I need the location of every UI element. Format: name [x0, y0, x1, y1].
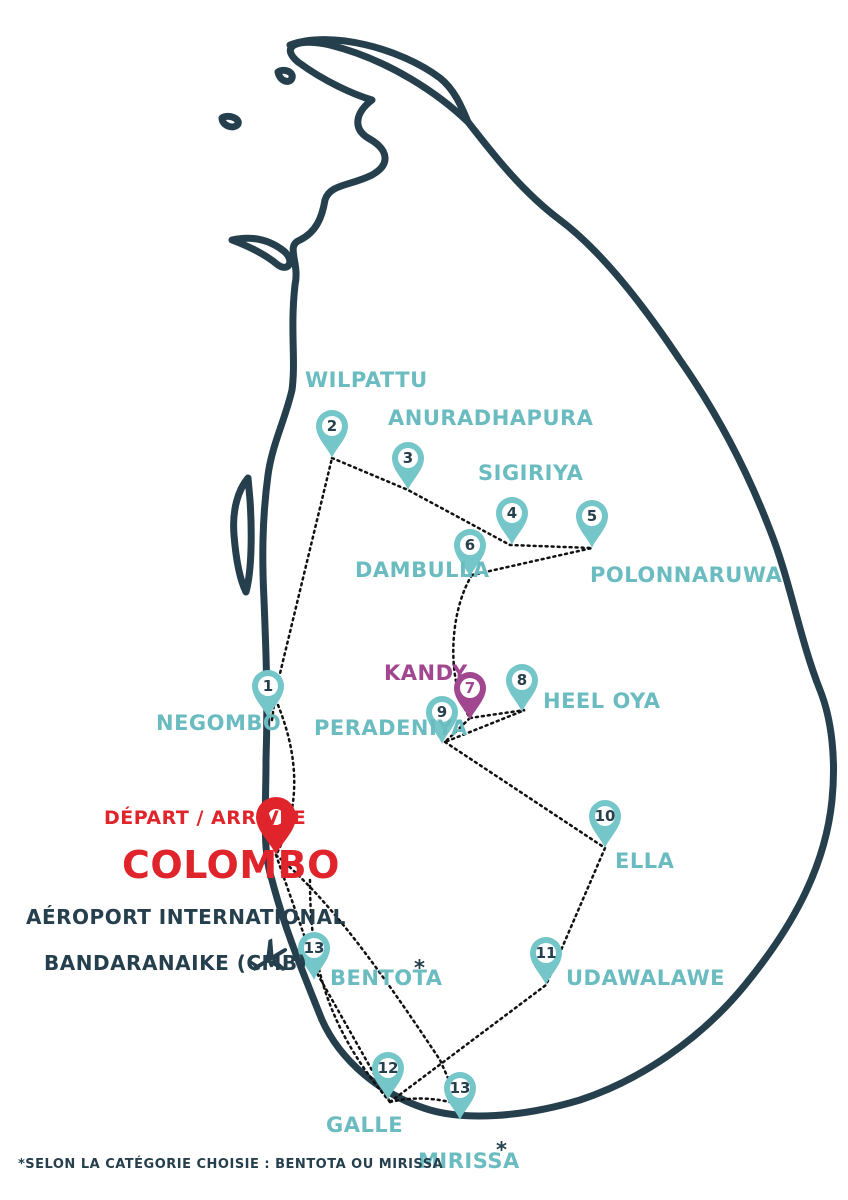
pin-1-negombo[interactable]: 1 [252, 670, 284, 718]
pin-13-mirissa[interactable]: 13 [444, 1072, 476, 1120]
label-sigiriya: SIGIRIYA [478, 461, 584, 485]
route-9 [308, 878, 392, 1104]
pin-8-heeloya[interactable]: 8 [506, 664, 538, 712]
islet-1 [274, 66, 296, 85]
pin-3-anuradhapura[interactable]: 3 [392, 442, 424, 490]
pin-number: 3 [403, 449, 413, 467]
label-peradeniya: PERADENIYA [314, 716, 468, 740]
label-kandy: KANDY [384, 661, 468, 685]
pin-colombo[interactable] [256, 797, 296, 855]
pin-9-peradeniya[interactable]: 9 [426, 696, 458, 744]
footnote: *SELON LA CATÉGORIE CHOISIE : BENTOTA OU… [18, 1156, 443, 1172]
pin-number: 13 [450, 1079, 471, 1097]
pin-number: 5 [587, 507, 597, 525]
label-negombo: NEGOMBO [156, 711, 281, 735]
pin-number: 4 [507, 504, 517, 522]
place-labels: WILPATTU ANURADHAPURA SIGIRIYA DAMBULLA … [18, 368, 783, 1173]
pin-number: 13 [304, 939, 325, 957]
label-polonnaruwa: POLONNARUWA [590, 563, 783, 587]
label-bentota: BENTOTA [330, 966, 443, 990]
pin-6-dambulla[interactable]: 6 [454, 529, 486, 577]
label-dambulla: DAMBULLA [355, 558, 490, 582]
pin-5-polonnaruwa[interactable]: 5 [576, 500, 608, 548]
pin-number: 7 [465, 679, 475, 697]
pin-number: 9 [437, 703, 447, 721]
label-heeloya: HEEL OYA [543, 689, 661, 713]
label-galle: GALLE [326, 1113, 403, 1137]
route-8 [274, 853, 462, 1107]
jaffna-peninsula [286, 36, 472, 126]
asterisk-mirissa: * [496, 1138, 507, 1162]
label-depart-arrivee: DÉPART / ARRIVÉE [104, 806, 306, 829]
asterisk-bentota: * [414, 956, 425, 980]
island-outline [218, 36, 837, 1120]
pin-4-sigiriya[interactable]: 4 [496, 497, 528, 545]
route-2 [330, 456, 593, 577]
label-wilpattu: WILPATTU [305, 368, 428, 392]
route-5 [388, 740, 607, 1104]
airplane-icon [247, 938, 288, 972]
pin-number: 2 [327, 417, 337, 435]
label-anuradhapura: ANURADHAPURA [388, 406, 594, 430]
pin-10-ella[interactable]: 10 [589, 800, 621, 848]
kalpitiya-spit [230, 474, 255, 596]
label-airport-line1: AÉROPORT INTERNATIONAL [26, 905, 346, 929]
label-mirissa: MIRISSA [418, 1149, 520, 1173]
pin-number: 12 [378, 1059, 399, 1077]
label-udawalawe: UDAWALAWE [566, 966, 725, 990]
pin-7-kandy[interactable]: 7 [454, 672, 486, 720]
pin-number: 1 [263, 677, 273, 695]
mannar-island [228, 234, 294, 271]
route-7 [274, 853, 392, 1104]
pin-13-bentota[interactable]: 13 [298, 932, 330, 980]
pin-number: 10 [595, 807, 616, 825]
pin-number: 6 [465, 536, 475, 554]
pin-number: 8 [517, 671, 527, 689]
route-lines [270, 456, 607, 1107]
pin-11-udawalawe[interactable]: 11 [530, 937, 562, 985]
sri-lanka-coastline [259, 38, 837, 1120]
label-ella: ELLA [615, 849, 675, 873]
pin-number: 11 [536, 944, 557, 962]
islet-2 [218, 112, 242, 131]
pin-12-galle[interactable]: 12 [372, 1052, 404, 1100]
route-4 [444, 708, 526, 744]
pin-2-wilpattu[interactable]: 2 [316, 410, 348, 458]
label-colombo: COLOMBO [122, 843, 340, 887]
